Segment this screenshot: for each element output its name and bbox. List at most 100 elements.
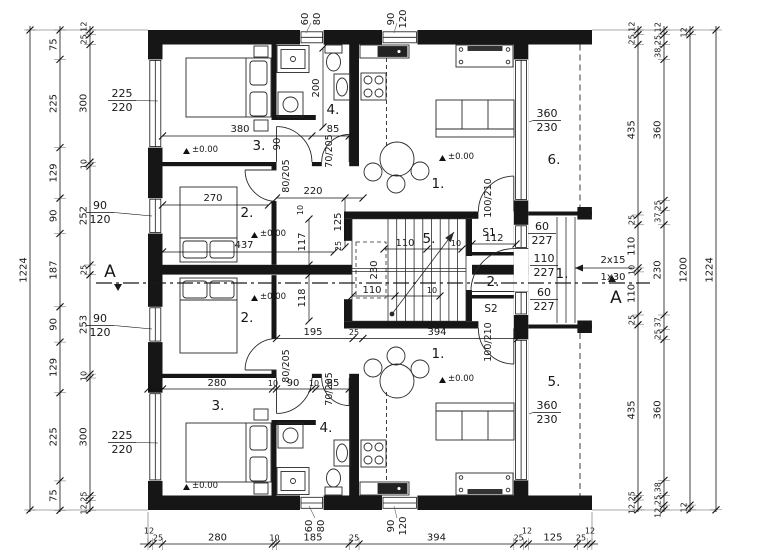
dim-label: 129 [49,358,60,377]
room-number-label: 6. [548,152,561,168]
dim-label: 252 [79,206,90,225]
window-size-top: 60 [537,286,551,299]
dim-label: 1200 [679,257,690,282]
dim-label: 394 [427,533,446,544]
dining-table-bottom-icon [363,346,430,399]
dim-label: 110 [627,284,638,303]
washing-machine-top-icon [277,91,304,118]
dim-label: 25 [349,328,359,337]
dim-label: 10 [296,205,305,215]
dim-label: 25 [334,241,343,251]
shower-top-icon [276,45,310,73]
window-60x80-top-icon [300,30,324,45]
door-arc-room2-top [244,169,277,202]
dim-label: 25 [514,534,524,543]
wall-terrace-post-b [577,320,592,333]
stair-note-label: 2x15 [600,255,625,266]
window-90x120-kitchen-bottom-icon [382,495,418,510]
dim-label: 300 [79,94,90,113]
dim-label: 187 [49,261,60,280]
stove-top-icon [360,72,387,101]
dim-label: 1224 [19,257,30,282]
wall-living-north-b [344,321,479,329]
interior-dim-line [468,240,520,248]
dim-label: 25,12 [80,22,89,45]
door-arc-entrance [470,248,514,292]
dim-label: 38,25,12 [654,22,663,58]
level-symbol-icon [439,155,446,161]
entrance-door-110x227-icon [513,247,529,292]
room-number-label: 1. [432,346,445,362]
dim-label: 12,25 [80,492,89,515]
wall-stub-door [311,162,322,167]
dim-label: 394 [427,327,446,338]
furniture-layer [179,44,515,496]
dim-label: 125 [543,533,562,544]
marker-letter-label: S2 [484,303,497,315]
dim-label: 360 [653,400,664,419]
sofa-bottom-icon [435,402,515,441]
dim-label: 270 [203,193,222,204]
dim-label: 12,25,38 [654,482,663,518]
dim-label: 75 [49,489,60,502]
room-number-label: 2. [241,310,254,326]
wall-hall-a [271,166,277,170]
section-line-layer [96,275,650,291]
interior-dim-line [380,245,466,253]
window-size-top: 225 [112,87,133,100]
wall-bath-nook [271,115,316,120]
marker-letter-label: A [610,288,622,308]
dim-label: 230 [653,260,664,279]
dim-label: 12 [144,527,154,536]
wall-hall-b-b [271,275,277,339]
interior-dim-line [158,248,339,256]
dim-label: 110 [627,237,638,256]
dim-label: 220 [303,186,322,197]
dim-label: 120 [398,9,409,28]
dim-label: 90 [386,13,397,26]
wall-bath-nook-b [271,420,316,425]
wall-kitchen [349,44,359,167]
dim-label: 100/210 [483,322,494,361]
wall-bath-left [271,44,277,117]
stair-note-fraction [575,264,632,272]
wall-exterior-bottom [148,495,592,510]
level-mark: ±0.00 [251,292,286,302]
dim-label: 435 [627,400,638,419]
dim-label: 60 [304,520,315,533]
wall-terrace-post-a [577,207,592,220]
wall-hall-b [271,201,277,265]
dim-label: 90 [386,520,397,533]
dim-label: 360 [653,120,664,139]
wall-vestibule-left-a [466,218,472,256]
dim-label: 280 [208,533,227,544]
dim-label: 60 [300,13,311,26]
level-symbol-icon [251,232,258,238]
dim-label: 253 [79,315,90,334]
dim-label: 25 [153,534,163,543]
window-size-top: 90 [93,199,107,212]
marker-letter-label: S1 [482,227,495,239]
interior-dim-line [348,292,444,300]
window-size-top: 90 [93,312,107,325]
bed-room2-bottom-icon [179,277,238,354]
dim-label: 25,12 [628,22,637,45]
dim-label: 25 [576,534,586,543]
room-number-label: 3. [253,138,266,154]
interior-dim-line [319,44,327,131]
interior-dim-line [305,271,313,325]
level-label: ±0.00 [192,481,218,491]
wall-exterior-top [148,30,592,45]
dim-label: 70/205 [324,372,335,405]
window-size-bottom: 227 [534,266,555,279]
bed-room2-top-icon [179,186,238,263]
window-size-top: 60 [535,220,549,233]
